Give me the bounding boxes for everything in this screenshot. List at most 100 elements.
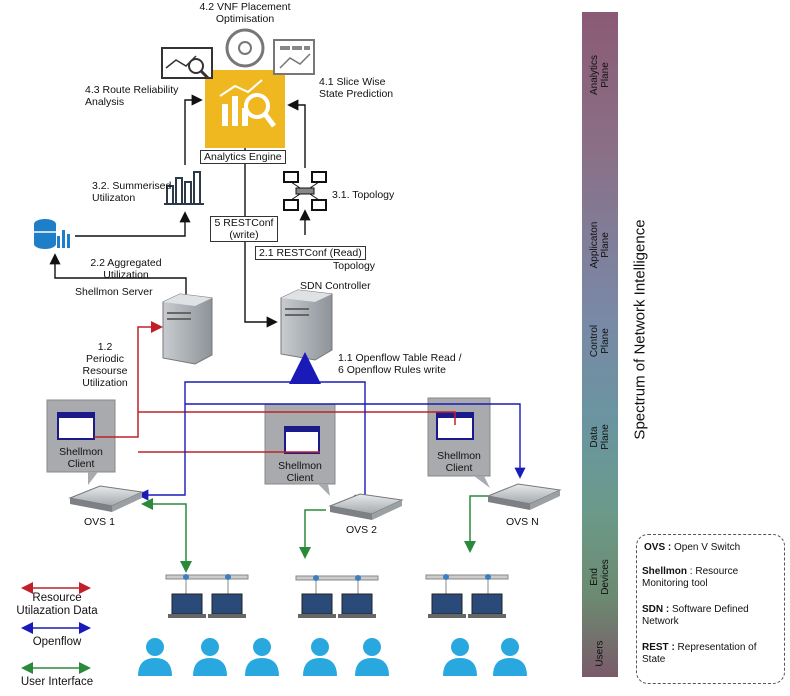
ovs-1-label: OVS 1 [84,516,115,528]
plane-control-line-2: Plane [600,328,611,354]
plane-analytics-line-2: Plane [600,62,611,88]
plane-application: Applicaton Plane [589,205,611,285]
glossary-rest-desc: Representation of State [642,642,757,665]
client-2-line-1: Shellmon [278,460,322,472]
plane-application-line-1: Applicaton [589,221,600,269]
route-line-2: Analysis [85,96,125,108]
vnf-line-1: 4.2 VNF Placement [199,1,291,13]
glossary-ovs-desc: Open V Switch [671,542,741,553]
end-devices-group-2 [295,575,379,618]
ovs-n-icon [486,483,562,510]
restconf-write-line-1: 5 RESTConf [214,217,274,229]
legend-openflow-label: Openflow [32,636,82,648]
plane-analytics-line-1: Analytics [589,55,600,96]
legend-resource-line-1: Resource [32,592,82,604]
aggregated-label: 2.2 Aggregated Utilization [86,257,166,281]
client-n-line-1: Shellmon [437,450,481,462]
shellmon-client-2 [264,403,336,496]
glossary-ovs: OVS : Open V Switch [644,542,784,554]
spectrum-title: Spectrum of Network Intelligence [631,219,649,440]
end-devices-group-1 [165,574,249,618]
periodic-line-4: Utilization [82,377,128,389]
slice-dashboard-icon [273,39,315,75]
route-line-1: 4.3 Route Reliability [85,84,179,96]
openflow-line-2: 6 Openflow Rules write [338,364,446,376]
glossary-shellmon: Shellmon : Resource Monitoring tool [642,566,782,590]
analytics-engine-icon [205,70,285,148]
resource-data-lines [94,321,456,453]
user-interface-lines [141,495,488,573]
glossary-ovs-term: OVS : [644,542,672,553]
periodic-line-1: 1.2 [97,341,113,353]
plane-end-devices-line-1: End [589,568,600,586]
plane-data: Data Plane [589,397,611,477]
analytics-engine-label: Analytics Engine [200,150,286,164]
restconf-write-line-2: (write) [229,229,259,241]
slice-line-2: State Prediction [319,88,394,100]
route-monitor-icon [161,47,213,80]
ovs-1-icon [68,485,144,512]
shellmon-client-1 [46,399,116,485]
periodic-label: 1.2 Periodic Resourse Utilization [72,341,138,389]
shellmon-client-n-label: Shellmon Client [428,450,490,474]
shellmon-client-2-label: Shellmon Client [265,460,335,484]
aggregated-line-2: Utilization [103,269,149,281]
restconf-read-line-2: Topology [333,260,376,272]
summerised-line-2: Utilizaton [92,192,136,204]
shellmon-client-1-label: Shellmon Client [47,446,115,470]
sdn-controller-label: SDN Controller [300,280,371,292]
topology-icon [283,171,327,211]
route-reliability-label: 4.3 Route Reliability Analysis [85,84,178,108]
aggregated-line-1: 2.2 Aggregated [90,257,162,269]
ovs-2-icon [328,493,404,520]
legend-resource-line-2: Utilazation Data [16,605,98,617]
summerised-label: 3.2. Summerised Utilizaton [92,180,171,204]
restconf-write-label: 5 RESTConf (write) [210,216,278,242]
glossary-rest-term: REST : [642,642,675,653]
glossary-rest: REST : Representation of State [642,642,782,666]
slice-prediction-label: 4.1 Slice Wise State Prediction [319,76,393,100]
plane-end-devices-line-2: Devices [600,559,611,595]
plane-spectrum-bar [582,12,618,677]
glossary-shellmon-desc: : Resource Monitoring tool [642,566,739,589]
openflow-label: 1.1 Openflow Table Read / 6 Openflow Rul… [338,352,462,376]
client-n-line-2: Client [445,462,473,474]
vnf-placement-label: 4.2 VNF Placement Optimisation [190,1,300,25]
shellmon-client-n [427,397,491,488]
vnf-line-2: Optimisation [215,13,275,25]
glossary-sdn-term: SDN : [642,604,670,615]
glossary-box [636,534,785,684]
ovs-2-label: OVS 2 [346,524,377,536]
restconf-read-line-1: 2.1 RESTConf (Read) [255,246,366,260]
slice-line-1: 4.1 Slice Wise [319,76,386,88]
glossary-sdn: SDN : Software Defined Network [642,604,782,628]
plane-analytics: Analytics Plane [589,35,611,115]
shellmon-server-label: Shellmon Server [75,286,153,298]
legend-ui-label: User Interface [20,676,94,688]
summary-bar-chart-icon [164,171,204,205]
summerised-line-1: 3.2. Summerised [92,180,172,192]
glossary-shellmon-term: Shellmon [642,566,688,577]
plane-users: Users [594,640,606,667]
openflow-line-1: 1.1 Openflow Table Read / [338,352,462,364]
database-icon [34,219,70,249]
shellmon-server-icon [162,293,213,365]
topology-label: 3.1. Topology [332,189,395,201]
periodic-line-2: Periodic [86,353,124,365]
ovs-n-label: OVS N [506,516,539,528]
client-1-line-2: Client [67,458,95,470]
plane-control-line-1: Control [589,324,600,358]
plane-data-line-2: Plane [600,424,611,450]
plane-end-devices: End Devices [589,537,611,617]
restconf-read-label: 2.1 RESTConf (Read) Topology [255,246,375,272]
pie-chart-icon [225,28,265,68]
client-2-line-2: Client [286,472,314,484]
end-devices-group-3 [425,574,509,618]
control-arrows [49,94,311,328]
plane-data-line-1: Data [589,426,600,448]
plane-application-line-2: Plane [600,232,611,258]
glossary-sdn-desc: Software Defined Network [642,604,749,627]
sdn-controller-icon [280,289,333,361]
